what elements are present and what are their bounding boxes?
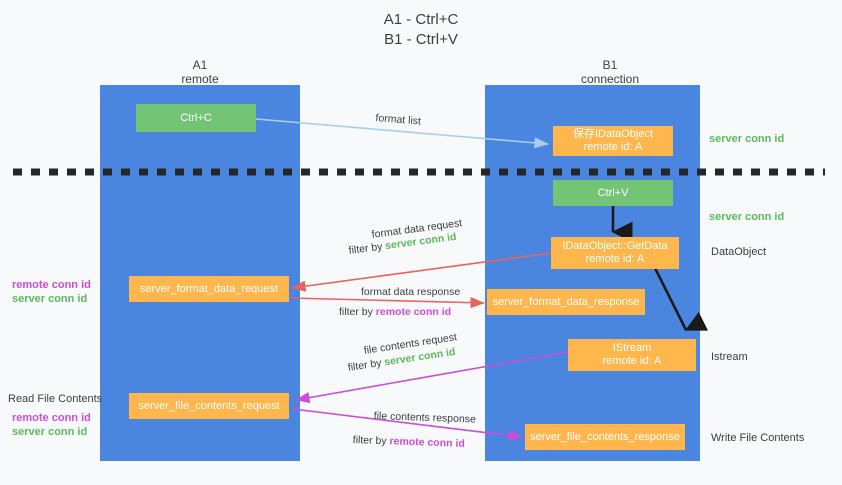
title-line-1: A1 - Ctrl+C — [383, 11, 459, 28]
box-ctrl-v[interactable]: Ctrl+V — [553, 180, 673, 206]
box-save-idataobject-line2: remote id: A — [583, 141, 643, 153]
edge-label-format-data-response: format data response — [361, 286, 460, 298]
edge-label-filter-prefix-2: filter by — [339, 306, 376, 318]
right-label-dataobject: DataObject — [711, 246, 767, 258]
right-label-write-file-contents: Write File Contents — [711, 432, 805, 444]
column-header-b1-sub: connection — [580, 72, 640, 86]
right-label-server-conn-id-2: server conn id — [709, 211, 785, 223]
box-server-file-contents-request-label: server_file_contents_request — [138, 399, 280, 412]
edge-label-filter-remote-conn-id-2: remote conn id — [389, 435, 465, 450]
box-istream-line2: remote id: A — [602, 355, 662, 367]
left-label-server-conn-id-1: server conn id — [12, 293, 88, 305]
left-label-server-conn-id-2: server conn id — [12, 426, 88, 438]
box-getdata-line2: remote id: A — [585, 253, 645, 265]
box-istream[interactable]: IStream remote id: A — [568, 339, 696, 371]
edge-label-file-contents-response-filter: filter by remote conn id — [353, 434, 465, 450]
box-getdata[interactable]: IDataObject::GetData remote id: A — [551, 237, 679, 269]
column-header-a1-sub: remote — [181, 72, 219, 86]
box-server-file-contents-response-label: server_file_contents_response — [530, 430, 680, 443]
title-line-2: B1 - Ctrl+V — [384, 31, 458, 48]
right-label-istream: Istream — [711, 351, 748, 363]
box-server-format-data-response-label: server_format_data_response — [492, 295, 640, 308]
box-istream-line1: IStream — [612, 342, 652, 354]
box-ctrl-c-label: Ctrl+C — [180, 111, 212, 124]
edge-label-filter-prefix-3: filter by — [347, 356, 386, 374]
left-label-read-file-contents: Read File Contents — [8, 393, 103, 405]
column-header-a1-name: A1 — [192, 58, 208, 72]
box-save-idataobject-line1: 保存IDataObject — [572, 128, 654, 140]
edge-label-file-contents-response-text: file contents response — [373, 410, 477, 426]
box-ctrl-v-label: Ctrl+V — [597, 186, 629, 199]
right-label-server-conn-id-1: server conn id — [709, 133, 785, 145]
edge-label-format-list: format list — [375, 112, 421, 128]
column-header-b1: B1 connection — [520, 58, 700, 86]
box-ctrl-c[interactable]: Ctrl+C — [136, 104, 256, 132]
box-server-format-data-request[interactable]: server_format_data_request — [129, 276, 289, 302]
box-server-file-contents-response[interactable]: server_file_contents_response — [525, 424, 685, 450]
column-header-a1: A1 remote — [110, 58, 290, 86]
left-label-remote-conn-id-2: remote conn id — [12, 412, 91, 424]
box-server-file-contents-request[interactable]: server_file_contents_request — [129, 393, 289, 419]
edge-label-format-list-text: format list — [375, 112, 422, 128]
box-server-format-data-request-label: server_format_data_request — [139, 282, 279, 295]
box-server-format-data-response[interactable]: server_format_data_response — [487, 289, 645, 315]
box-save-idataobject[interactable]: 保存IDataObject remote id: A — [553, 126, 673, 156]
edge-label-format-data-response-text: format data response — [361, 286, 461, 298]
column-header-b1-name: B1 — [602, 58, 618, 72]
edge-label-filter-prefix-4: filter by — [352, 434, 390, 448]
page-title: A1 - Ctrl+C B1 - Ctrl+V — [0, 10, 842, 50]
box-getdata-line1: IDataObject::GetData — [562, 240, 668, 252]
left-label-remote-conn-id-1: remote conn id — [12, 279, 91, 291]
edge-label-filter-remote-conn-id: remote conn id — [375, 306, 452, 318]
edge-label-file-contents-response: file contents response — [374, 410, 477, 426]
edge-label-format-data-response-filter: filter by remote conn id — [339, 306, 451, 318]
edge-label-filter-prefix: filter by — [348, 240, 387, 257]
